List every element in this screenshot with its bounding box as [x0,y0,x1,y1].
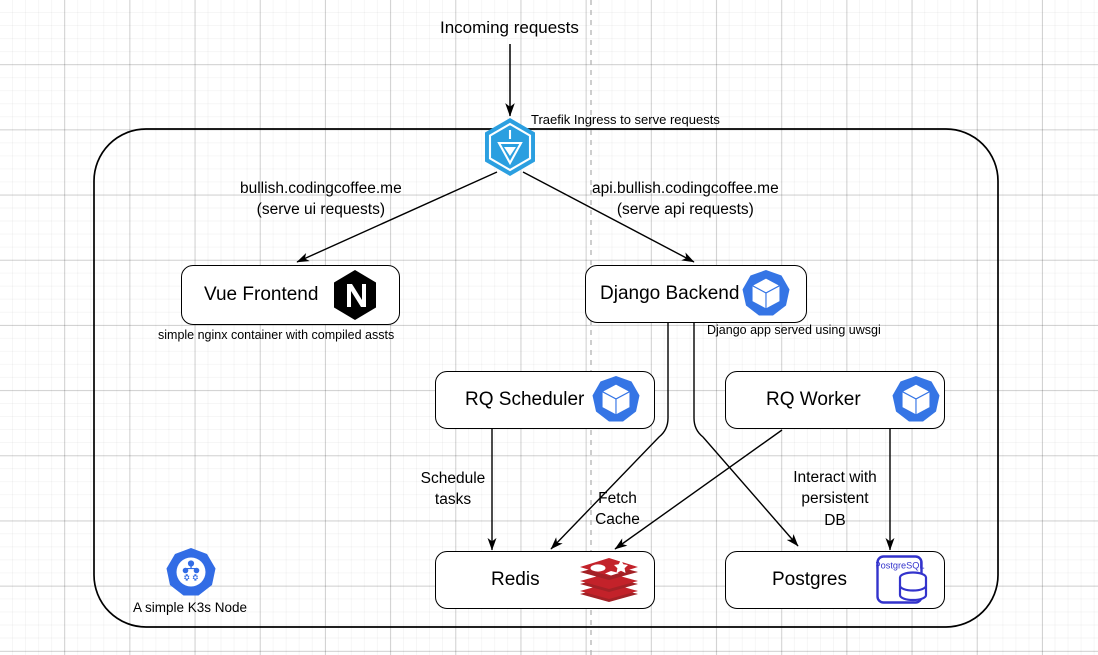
note-k3s-node: A simple K3s Node [133,600,248,615]
kubernetes-pod-icon [890,374,942,426]
edge-worker-to-redis [614,429,783,550]
db-line3: DB [824,511,846,529]
nginx-icon [330,269,380,321]
schedule-line1: Schedule [420,470,486,487]
node-label-redis: Redis [491,569,540,590]
kubernetes-pod-icon [590,374,642,426]
edge-label-ui-host: bullish.codingcoffee.me (serve ui request… [240,178,402,221]
fetch-line1: Fetch [598,490,637,507]
traefik-icon [481,116,539,178]
db-line2: persistent [801,490,869,508]
edge-django-to-postgres [693,322,799,547]
node-label-postgres: Postgres [772,569,847,590]
ui-host-line1: bullish.codingcoffee.me [240,180,402,197]
schedule-line2: tasks [434,491,472,509]
node-label-rq-scheduler: RQ Scheduler [465,389,585,410]
api-host-line1: api.bullish.codingcoffee.me [592,180,779,197]
node-label-vue-frontend: Vue Frontend [204,284,319,305]
fetch-line2: Cache [595,511,640,529]
node-label-django-backend: Django Backend [600,283,740,304]
incoming-requests-label: Incoming requests [440,18,579,37]
db-line1: Interact with [793,469,877,486]
ui-host-line2: (serve ui requests) [256,201,386,219]
kubernetes-pod-icon [740,268,792,320]
k3s-node-container [93,128,999,628]
note-django-backend: Django app served using uwsgi [707,323,881,337]
node-label-rq-worker: RQ Worker [766,389,861,410]
edge-label-api-host: api.bullish.codingcoffee.me (serve api re… [592,178,779,221]
redis-icon [578,556,640,604]
edge-label-schedule-tasks: Schedule tasks [413,468,493,511]
edge-traefik-to-django [522,171,695,263]
k3s-node-icon [164,546,218,600]
svg-text:PostgreSQL: PostgreSQL [876,561,925,571]
postgresql-icon: PostgreSQL [874,555,934,605]
traefik-ingress-note: Traefik Ingress to serve requests [531,112,720,127]
edge-django-to-redis [550,322,669,550]
note-vue-frontend: simple nginx container with compiled ass… [158,328,395,342]
edge-traefik-to-vue [296,171,498,263]
api-host-line2: (serve api requests) [616,201,754,219]
